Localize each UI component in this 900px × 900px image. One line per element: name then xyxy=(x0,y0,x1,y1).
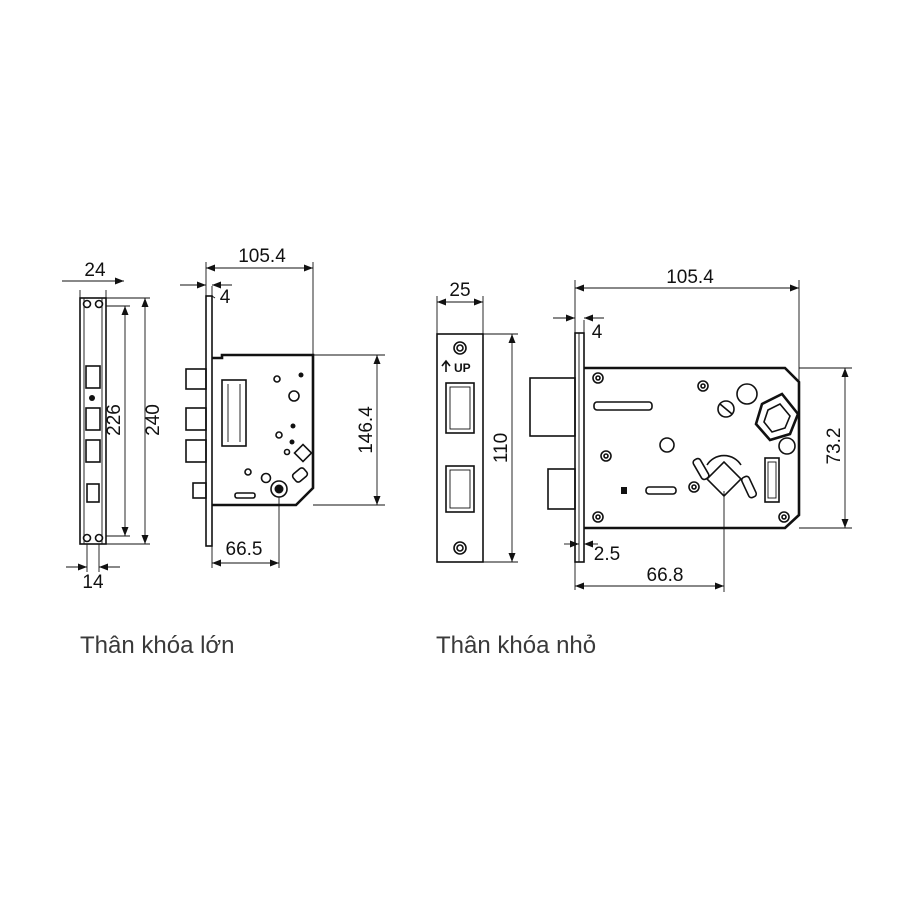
dim-large-faceplate-width: 24 xyxy=(84,260,106,281)
rivet-icon xyxy=(697,380,709,392)
rivet-icon xyxy=(244,468,252,476)
dim-large-backset: 66.5 xyxy=(226,539,263,560)
deadbolt-slot xyxy=(85,365,101,389)
trigger-dot xyxy=(89,395,95,401)
screw-hole-icon xyxy=(82,299,92,309)
deadbolt-tail xyxy=(593,401,653,411)
bolt-housing xyxy=(221,379,247,447)
large-side-faceplate xyxy=(205,295,213,547)
dim-large-height-226: 226 xyxy=(104,404,125,436)
dim-small-case-height: 73.2 xyxy=(824,428,845,465)
spindle-hole-icon xyxy=(705,460,743,498)
rivet-icon xyxy=(592,511,604,523)
screw-hole-icon xyxy=(94,533,104,543)
small-faceplate-outline xyxy=(436,333,484,563)
spindle-hub-icon xyxy=(659,437,675,453)
dim-large-height-240: 240 xyxy=(143,404,164,436)
cylinder-cam-icon xyxy=(293,443,313,463)
up-arrow-icon xyxy=(441,359,451,372)
small-side-faceplate xyxy=(574,332,585,563)
dim-small-faceplate-width: 25 xyxy=(449,280,470,301)
trigger-bolt xyxy=(192,482,207,499)
latch-slot xyxy=(445,465,475,513)
round-stop-icon xyxy=(736,383,758,405)
small-side-view: 105.4 4 73.2 2.5 66.8 xyxy=(529,267,852,592)
dim-small-offset: 2.5 xyxy=(594,544,620,565)
deadbolt-slot xyxy=(445,382,475,434)
large-faceplate-view: 24 226 240 14 xyxy=(62,260,164,593)
deadbolt xyxy=(529,377,576,437)
spindle-hole-icon xyxy=(274,484,284,494)
caption-large-lock: Thân khóa lớn xyxy=(80,632,235,659)
slider-slot xyxy=(234,492,256,499)
latch-tail xyxy=(645,486,677,495)
deadbolt xyxy=(185,368,207,390)
dim-large-thickness: 4 xyxy=(220,287,231,308)
rivet-icon xyxy=(288,390,300,402)
latch-slot xyxy=(85,439,101,463)
round-stop-icon xyxy=(778,437,796,455)
dim-small-backset: 66.8 xyxy=(647,565,684,586)
dim-large-depth: 105.4 xyxy=(238,246,286,267)
small-faceplate-view: UP 25 110 xyxy=(436,280,518,563)
large-lock-case xyxy=(212,353,315,507)
bottom-slot xyxy=(86,483,100,503)
rivet-icon xyxy=(275,431,283,439)
screw-hole-icon xyxy=(94,299,104,309)
latch-slot xyxy=(85,407,101,431)
trigger-block xyxy=(764,457,780,503)
cylinder-cam-icon xyxy=(754,392,800,442)
caption-small-lock: Thân khóa nhỏ xyxy=(436,632,596,659)
small-lock-case xyxy=(584,366,801,530)
large-side-view: 105.4 4 146.4 66.5 xyxy=(180,246,385,568)
rivet-icon xyxy=(688,481,700,493)
rivet-icon xyxy=(778,511,790,523)
latch-bolt xyxy=(547,468,576,510)
latch-bolt xyxy=(185,439,207,463)
screw-hole-icon xyxy=(82,533,92,543)
up-label: UP xyxy=(454,361,471,375)
dim-large-case-height: 146.4 xyxy=(356,406,377,454)
rivet-icon xyxy=(592,372,604,384)
dim-large-backset-width: 14 xyxy=(82,572,104,593)
dim-small-depth: 105.4 xyxy=(666,267,714,288)
latch-bolt xyxy=(185,407,207,431)
screw-icon xyxy=(717,400,735,418)
rivet-icon xyxy=(273,375,281,383)
dim-small-thickness: 4 xyxy=(592,322,603,343)
rivet-icon xyxy=(600,450,612,462)
screw-hole-icon xyxy=(453,341,467,355)
large-faceplate-outline xyxy=(79,297,107,545)
screw-hole-icon xyxy=(453,541,467,555)
dim-small-faceplate-height: 110 xyxy=(491,433,512,463)
